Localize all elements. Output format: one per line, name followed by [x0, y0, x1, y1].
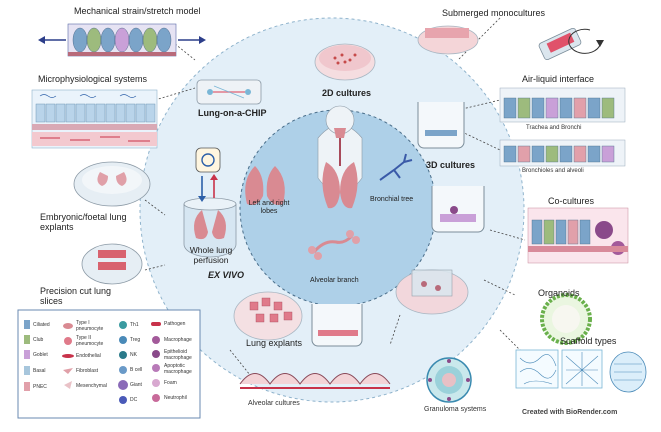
legend-apoptotic: Apoptotic macrophage	[164, 363, 192, 375]
legend-goblet: Goblet	[33, 352, 48, 358]
label-trachea: Trachea and Bronchi	[526, 125, 582, 131]
legend-club: Club	[33, 337, 44, 343]
legend-fibroblast: Fibroblast	[76, 368, 98, 374]
organoid	[540, 293, 592, 345]
legend-pathogen: Pathogen	[164, 321, 186, 327]
2d-culture-dish	[314, 43, 376, 81]
legend-neutrophil: Neutrophil	[164, 395, 187, 401]
label-whole-lung: Whole lung perfusion	[189, 245, 233, 265]
label-3d-cultures: 3D cultures	[426, 160, 476, 170]
submerged-monoculture	[417, 25, 604, 61]
legend-treg: Treg	[130, 337, 141, 343]
label-organoids: Organoids	[538, 288, 580, 298]
label-bronchioles: Bronchioles and alveoli	[522, 168, 584, 174]
legend-giant: Giant	[130, 382, 142, 388]
legend-swatches	[24, 320, 161, 404]
label-lung-explants: Lung explants	[246, 338, 303, 348]
lung-explant-dish	[233, 291, 303, 341]
alveolar-well	[311, 304, 363, 347]
legend-pnec: PNEC	[33, 384, 47, 390]
label-pcls: Precision cut lung slices	[40, 286, 112, 307]
co-culture-panel	[527, 207, 629, 264]
pcls-dish	[81, 243, 143, 285]
label-2d-cultures: 2D cultures	[322, 88, 372, 98]
legend-macrophage: Macrophage	[164, 337, 192, 343]
legend-dc: DC	[130, 397, 138, 403]
label-credit: Created with BioRender.com	[522, 409, 618, 416]
label-submerged: Submerged monocultures	[442, 8, 546, 18]
legend-mesenchymal: Mesenchymal	[76, 383, 107, 389]
human-torso	[317, 105, 363, 209]
legend-foam: Foam	[164, 380, 177, 386]
label-alveolar-cultures: Alveolar cultures	[248, 400, 300, 407]
scaffold-boxes	[515, 349, 647, 393]
label-granuloma: Granuloma systems	[424, 406, 487, 413]
organoid-dish	[395, 269, 469, 315]
lung-lobes	[245, 166, 285, 205]
cell-legend	[17, 309, 201, 419]
whole-lung-perfusion	[183, 147, 237, 258]
mechanical-strain-model	[38, 23, 206, 57]
microphysiological-system	[31, 89, 158, 149]
label-ali: Air-liquid interface	[522, 74, 595, 84]
label-ex-vivo: EX VIVO	[208, 270, 245, 280]
legend-nk: NK	[130, 352, 137, 358]
label-microphysiological: Microphysiological systems	[38, 74, 148, 84]
3d-culture-well-top	[417, 102, 465, 149]
legend-th1: Th1	[130, 322, 139, 328]
label-embryonic: Embryonic/foetal lung explants	[40, 212, 127, 233]
ali-trachea-panel	[499, 87, 626, 123]
alveolar-culture-row	[239, 373, 391, 389]
label-mechanical: Mechanical strain/stretch model	[74, 6, 201, 16]
legend-epithelioid: Epithelioid macrophage	[164, 349, 192, 361]
label-bronchial-tree: Bronchial tree	[370, 196, 414, 203]
lung-chip-device	[196, 79, 262, 105]
label-co-cultures: Co-cultures	[548, 196, 595, 206]
embryonic-dish	[73, 161, 151, 207]
label-lung-chip: Lung-on-a-CHIP	[198, 108, 267, 118]
3d-culture-well-mid	[431, 186, 485, 233]
granuloma	[426, 357, 472, 403]
legend-type1: Type I pneumocyte	[76, 320, 104, 332]
ali-bronchioles-panel	[499, 139, 626, 167]
legend-endothelial: Endothelial	[76, 353, 101, 359]
legend-ciliated: Ciliated	[33, 322, 50, 328]
alveolar-branch-art	[308, 230, 360, 260]
legend-type2: Type II pneumocyte	[76, 335, 104, 347]
legend-bcell: B cell	[130, 367, 143, 373]
label-scaffold: Scaffold types	[560, 336, 617, 346]
label-alveolar-branch: Alveolar branch	[310, 277, 359, 284]
legend-basal: Basal	[33, 368, 46, 374]
connector-lines	[144, 17, 531, 376]
label-lobes: Left and right lobes	[248, 200, 290, 216]
bronchial-tree	[379, 153, 413, 181]
